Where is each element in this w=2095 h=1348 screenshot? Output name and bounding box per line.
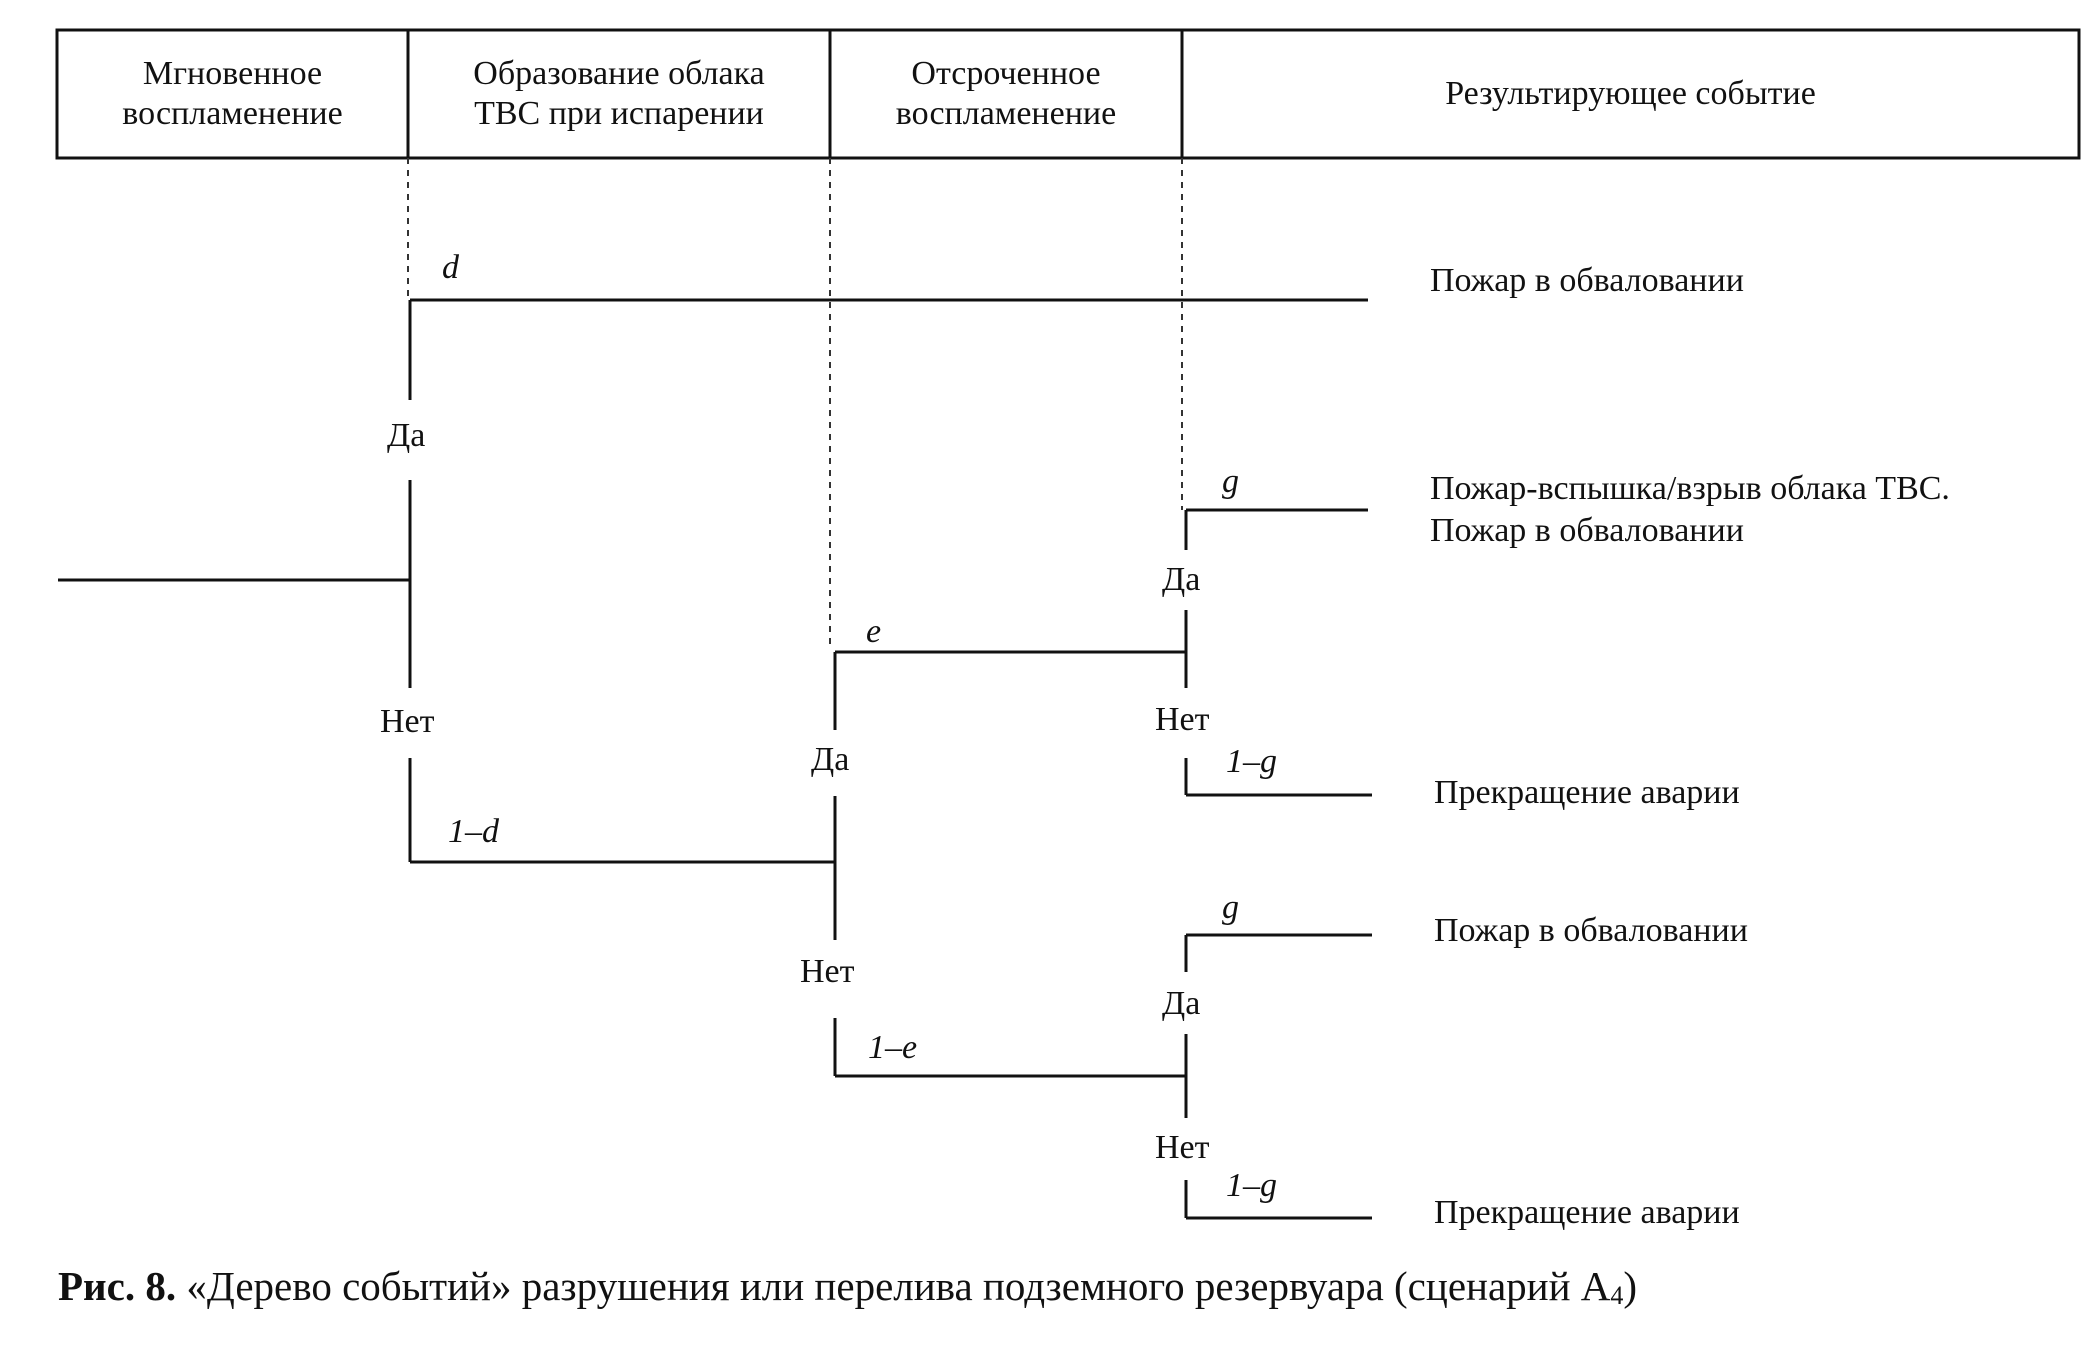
outcome-4: Пожар в обваловании — [1434, 912, 1748, 949]
label-yes-node3a: Да — [1162, 561, 1201, 598]
header-col-result: Результирующее событие — [1445, 75, 1816, 112]
label-no-node1: Нет — [380, 703, 435, 740]
header-box — [55, 28, 2081, 160]
outcome-2: Пожар-вспышка/взрыв облака ТВС. Пожар в … — [1430, 470, 1950, 549]
label-no-node3b: Нет — [1155, 1129, 1210, 1166]
label-yes-node3b: Да — [1162, 985, 1201, 1022]
label-yes-node2: Да — [811, 741, 850, 778]
label-no-node2: Нет — [800, 953, 855, 990]
caption-text: «Дерево событий» разрушения или перелива… — [186, 1263, 1611, 1309]
caption-label: Рис. 8. — [58, 1263, 177, 1309]
label-g-b: g — [1222, 889, 1239, 926]
label-1-g-b: 1–g — [1226, 1167, 1277, 1204]
label-d: d — [442, 249, 459, 286]
caption-closing: ) — [1623, 1263, 1638, 1309]
label-yes-node1: Да — [387, 417, 426, 454]
figure-caption: Рис. 8. «Дерево событий» разрушения или … — [58, 1262, 1637, 1311]
caption-subscript: 4 — [1610, 1281, 1624, 1310]
label-1-g-a: 1–g — [1226, 743, 1277, 780]
label-g-a: g — [1222, 463, 1239, 500]
label-e: e — [866, 613, 882, 650]
label-no-node3a: Нет — [1155, 701, 1210, 738]
outcome-1: Пожар в обваловании — [1430, 262, 1744, 299]
label-1-e: 1–e — [868, 1029, 918, 1066]
outcome-5: Прекращение аварии — [1434, 1194, 1740, 1231]
outcome-3: Прекращение аварии — [1434, 774, 1740, 811]
label-1-d: 1–d — [448, 813, 499, 850]
